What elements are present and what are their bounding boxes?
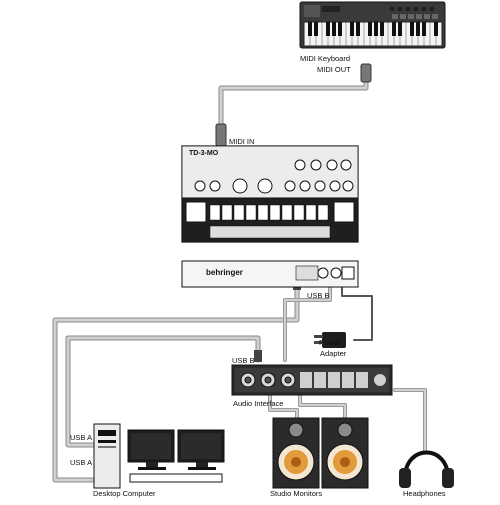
brand-label: behringer (206, 268, 243, 277)
midi-out-label: MIDI OUT (317, 65, 351, 74)
audio-interface-icon (231, 364, 393, 396)
desktop-computer-label: Desktop Computer (93, 489, 156, 498)
audio-interface-label: Audio Interface (233, 399, 284, 408)
usb-a-label-2: USB A (70, 458, 93, 467)
usb-a-label-1: USB A (70, 433, 93, 442)
td3-model-label: TD-3-MO (189, 150, 219, 157)
tower-pc-icon (93, 423, 121, 489)
monitor-icon (127, 429, 225, 483)
midi-keyboard-icon (299, 1, 446, 49)
speaker-icon (272, 417, 369, 489)
power-adapter-label-2: Adapter (320, 349, 347, 358)
midi-keyboard-label: MIDI Keyboard (300, 54, 351, 63)
power-adapter-label-1: Power (319, 338, 341, 347)
usb-b-top-label: USB B (307, 291, 330, 300)
cables (52, 79, 427, 483)
usb-b-left-label: USB B (232, 356, 255, 365)
midi-interface-icon (181, 260, 359, 288)
power-plug-icon (314, 332, 346, 348)
headphones-label: Headphones (403, 489, 446, 498)
studio-monitors-label: Studio Monitors (270, 489, 323, 498)
td3-synth-icon (181, 145, 359, 243)
headphones-icon (399, 450, 454, 488)
midi-in-label: MIDI IN (229, 137, 255, 146)
